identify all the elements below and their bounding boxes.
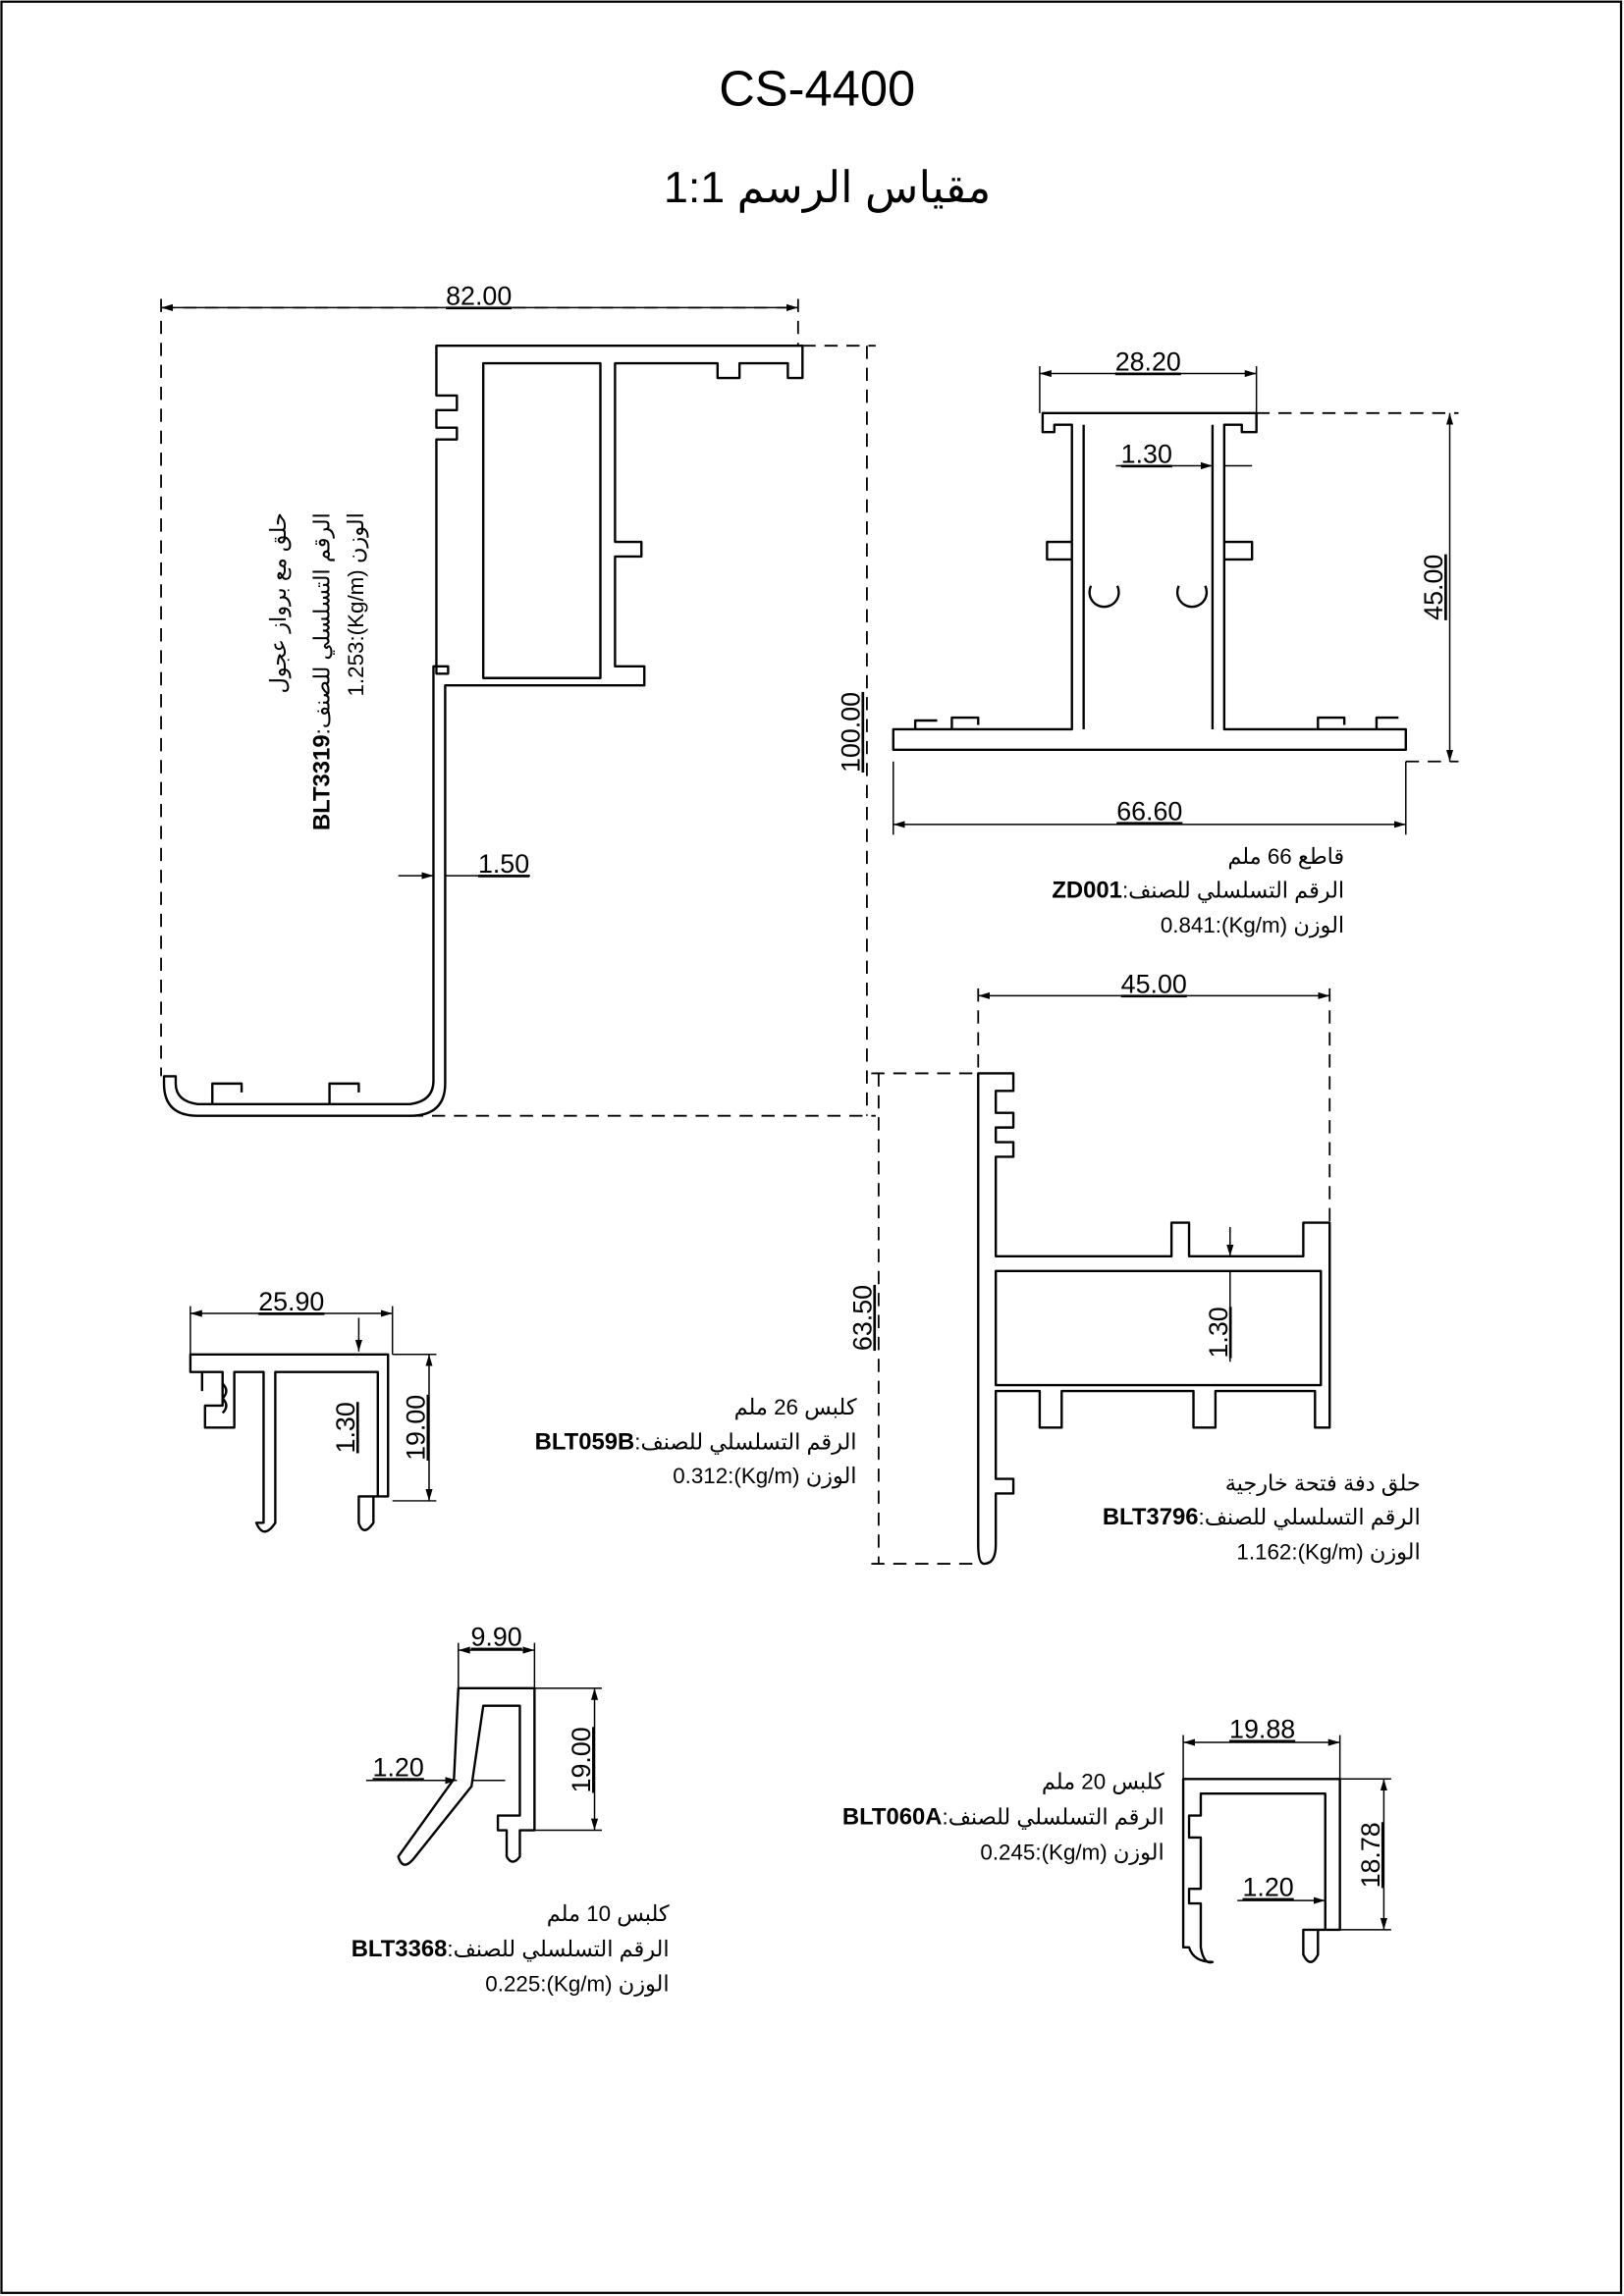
drawing-title: CS-4400	[719, 61, 915, 117]
profile-name: حلق دفة فتحة خارجية	[1225, 1470, 1421, 1496]
dim-wall: 1.20	[373, 1752, 424, 1782]
serial-line: BLT3319:الرقم التسلسلي للصنف	[309, 512, 336, 830]
dim-height: 45.00	[1419, 555, 1448, 620]
profile-blt3796: 45.00 63.50 1.30 حلق دفة فتحة خارجية BLT…	[847, 969, 1420, 1565]
profile-shape	[162, 345, 804, 1117]
weight-line: 0.225:(Kg/m) الوزن	[485, 1972, 669, 1998]
dim-width: 25.90	[258, 1287, 324, 1316]
profile-name: كلبس 20 ملم	[1042, 1770, 1164, 1795]
serial-line: BLT060A:الرقم التسلسلي للصنف	[842, 1804, 1164, 1831]
scale-label: 1:1 مقياس الرسم	[664, 163, 991, 213]
dim-bottom: 66.60	[1116, 796, 1182, 826]
weight-line: 0.245:(Kg/m) الوزن	[980, 1840, 1164, 1865]
dim-width: 19.88	[1229, 1715, 1295, 1744]
profile-blt3319: 82.00 100.00 1.50 حلق مع برواز عجول BLT3…	[160, 281, 876, 1117]
dim-height: 63.50	[847, 1285, 877, 1351]
profile-shape	[397, 1686, 536, 1866]
dim-width: 82.00	[446, 281, 512, 310]
profile-shape	[1181, 1778, 1341, 1964]
dim-width: 45.00	[1121, 969, 1187, 998]
profile-zd001: 28.20 1.30 45.00 66.60 قاطع 66 ملم ZD001…	[892, 347, 1459, 938]
serial-line: ZD001:الرقم التسلسلي للصنف	[1052, 877, 1344, 903]
weight-line: 0.841:(Kg/m) الوزن	[1161, 913, 1344, 938]
dim-wall: 1.50	[478, 849, 529, 879]
weight-line: 0.312:(Kg/m) الوزن	[673, 1464, 856, 1489]
dim-width: 9.90	[470, 1623, 521, 1652]
serial-line: BLT3368:الرقم التسلسلي للصنف	[352, 1936, 670, 1962]
dim-wall: 1.20	[1242, 1873, 1293, 1902]
dim-height: 100.00	[836, 692, 865, 773]
profile-blt060a: 19.88 18.78 1.20 كلبس 20 ملم BLT060A:الر…	[842, 1715, 1391, 1964]
dim-wall: 1.30	[1121, 440, 1172, 469]
profile-shape	[977, 1072, 1331, 1566]
profile-blt3368: 9.90 19.00 1.20 كلبس 10 ملم BLT3368:الرق…	[352, 1623, 670, 1998]
profile-name: قاطع 66 ملم	[1227, 844, 1344, 870]
dim-width: 28.20	[1115, 347, 1181, 377]
serial-line: BLT059B:الرقم التسلسلي للصنف	[535, 1429, 857, 1456]
dim-height: 19.00	[402, 1395, 431, 1461]
profile-name: حلق مع برواز عجول	[266, 512, 292, 693]
profile-shape	[189, 1353, 390, 1533]
dim-wall: 1.30	[331, 1402, 360, 1453]
weight-line: 1.253:(Kg/m) الوزن	[344, 512, 369, 696]
dim-wall: 1.30	[1204, 1307, 1233, 1358]
serial-line: BLT3796:الرقم التسلسلي للصنف	[1103, 1504, 1421, 1530]
dim-height: 19.00	[567, 1727, 596, 1792]
profile-blt059b: 25.90 19.00 1.30 كلبس 26 ملم BLT059B:الر…	[189, 1287, 857, 1533]
profile-name: كلبس 26 ملم	[734, 1395, 857, 1420]
weight-line: 1.162:(Kg/m) الوزن	[1236, 1540, 1420, 1566]
profile-name: كلبس 10 ملم	[547, 1901, 670, 1927]
profile-shape	[892, 411, 1407, 752]
dim-height: 18.78	[1356, 1822, 1385, 1888]
